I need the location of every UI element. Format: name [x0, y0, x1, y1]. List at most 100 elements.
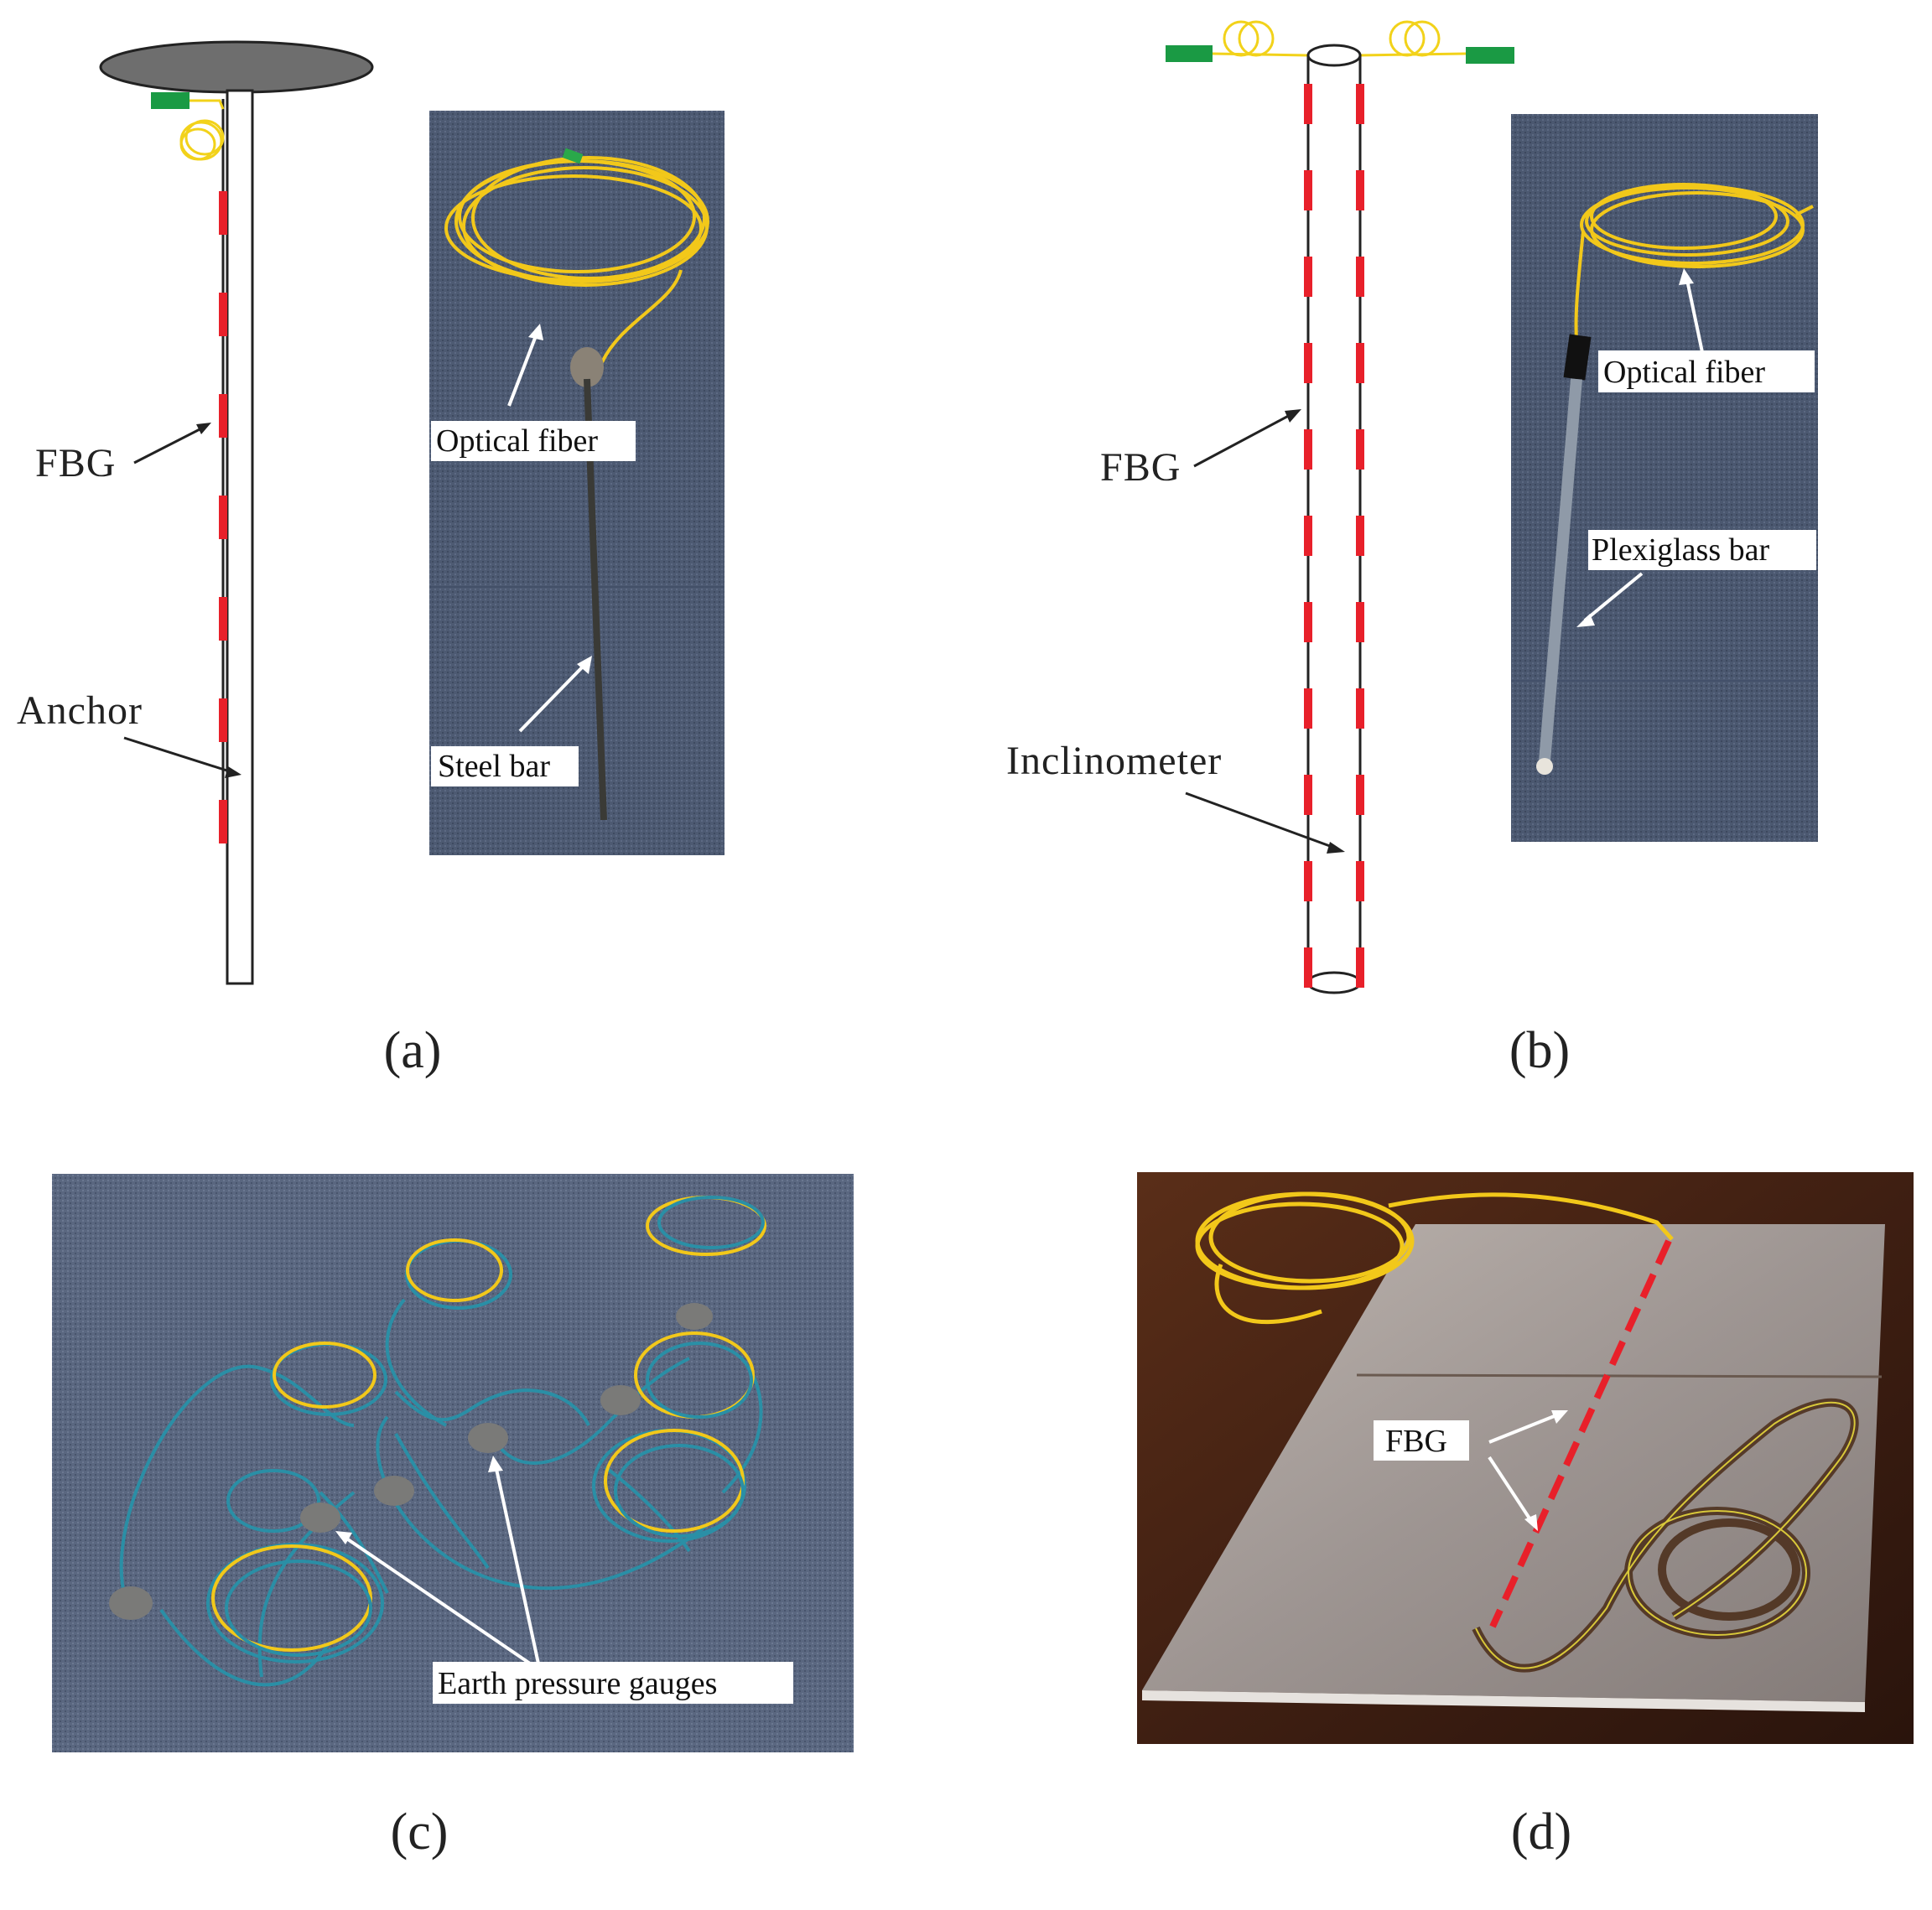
plate-fbg-line [1489, 1239, 1672, 1628]
anchor-fbg-dash [219, 698, 227, 742]
inclinometer-arrowhead [1327, 842, 1345, 854]
inclinometer-label: Inclinometer [1006, 739, 1223, 783]
plate-fbg-arrowhead-lower [1524, 1514, 1538, 1531]
plexiglass-bar-cap [1563, 334, 1592, 381]
caption-d: (d) [1510, 1804, 1572, 1861]
inclinometer-tube-bottom [1306, 971, 1362, 994]
plexiglass-plate-edge [1142, 1690, 1865, 1712]
panel-a-schematic: FBG Anchor [0, 0, 419, 1006]
plexiglass-bar-arrow [1583, 572, 1644, 622]
inclinometer-fbg-arrowhead [1285, 409, 1301, 423]
anchor-plate [99, 40, 374, 94]
anchor-schematic-svg [99, 40, 374, 985]
anchor-fbg-dash [219, 293, 227, 336]
inclinometer-left-connector [1166, 45, 1213, 62]
inclinometer-fbg-dash [1356, 947, 1364, 988]
steel-bar-arrowhead [577, 656, 592, 674]
inclinometer-fbg-dash [1356, 775, 1364, 815]
plexiglass-bar-photo-svg: Optical fiber Plexiglass bar [1511, 114, 1818, 842]
steel-bar-connector [562, 148, 584, 164]
inclinometer-fbg-dash [1356, 602, 1364, 642]
inclinometer-fbg-dash [1304, 84, 1312, 124]
inclinometer-fbg-dash [1356, 516, 1364, 556]
inclinometer-fbg-gratings [1304, 84, 1364, 988]
steel-bar-fiber-coil [444, 156, 709, 363]
inclinometer-tube-top [1306, 44, 1362, 67]
caption-c: (c) [390, 1804, 449, 1861]
anchor-label: Anchor [17, 688, 143, 733]
earth-pressure-arrowhead-right [488, 1456, 503, 1472]
plate-fbg-arrow-upper [1488, 1414, 1557, 1444]
inclinometer-fbg-dash [1304, 257, 1312, 297]
anchor-fbg-arrow [133, 424, 207, 465]
anchor-fbg-dash [219, 496, 227, 539]
inclinometer-right-connector [1466, 47, 1514, 64]
inclinometer-fbg-dash [1356, 688, 1364, 729]
inclinometer-fbg-dash [1304, 516, 1312, 556]
plexiglass-plate-photo-svg: FBG [1137, 1172, 1914, 1744]
anchor-fbg-dash [219, 394, 227, 438]
anchor-fbg-dash [219, 191, 227, 235]
inclinometer-fbg-dash [1356, 170, 1364, 210]
plexiglass-bar [1539, 378, 1582, 762]
panel-c-photo: Earth pressure gauges [52, 1174, 854, 1752]
plate-fiber-coil [1195, 1191, 1674, 1325]
inclinometer-fbg-dash [1304, 861, 1312, 901]
anchor-fbg-arrowhead [196, 423, 211, 434]
inclinometer-fbg-dash [1304, 688, 1312, 729]
inclinometer-fbg-dash [1304, 343, 1312, 383]
panel-d-photo: FBG [1137, 1172, 1914, 1744]
inclinometer-fbg-dash [1304, 602, 1312, 642]
plexiglass-fiber-label: Optical fiber [1603, 355, 1765, 390]
plate-fbg-label: FBG [1385, 1424, 1447, 1459]
anchor-fbg-label: FBG [35, 441, 117, 485]
inclinometer-fbg-dash [1356, 257, 1364, 297]
plate-fbg-arrow-lower [1488, 1456, 1533, 1523]
plexiglass-plate [1142, 1224, 1885, 1702]
anchor-rod [226, 89, 254, 985]
panel-a-photo: Optical fiber Steel bar [429, 111, 724, 855]
inclinometer-schematic-svg [1166, 20, 1514, 994]
panel-b-schematic: FBG Inclinometer [989, 0, 1543, 1023]
inclinometer-fbg-dash [1356, 84, 1364, 124]
anchor-connector-lead [190, 99, 225, 110]
earth-pressure-coils [206, 1196, 766, 1663]
inclinometer-fbg-dash [1304, 429, 1312, 470]
steel-bar-fiber-arrow [507, 333, 538, 407]
steel-bar-fiber-label: Optical fiber [436, 423, 598, 459]
inclinometer-fbg-dash [1304, 947, 1312, 988]
anchor-fbg-dash [219, 800, 227, 843]
plate-fbg-arrowhead-upper [1551, 1410, 1568, 1424]
steel-bar-head [570, 347, 604, 387]
earth-pressure-cables [119, 1298, 763, 1687]
anchor-fbg-dash [219, 597, 227, 641]
inclinometer-right-coil [1389, 20, 1441, 57]
caption-b: (b) [1509, 1022, 1571, 1079]
plexiglass-bar-label: Plexiglass bar [1592, 532, 1769, 568]
inclinometer-arrow [1185, 792, 1337, 850]
earth-pressure-gauges [109, 1303, 713, 1620]
panel-b-photo: Optical fiber Plexiglass bar [1511, 114, 1818, 842]
anchor-arrowhead [225, 766, 242, 778]
plexiglass-bar-arrowhead [1576, 614, 1595, 627]
anchor-connector [151, 92, 190, 109]
anchor-arrow [123, 736, 236, 775]
earth-pressure-label: Earth pressure gauges [438, 1666, 717, 1701]
earth-pressure-arrow-left [344, 1536, 532, 1665]
inclinometer-left-coil [1223, 20, 1275, 57]
earth-pressure-arrowhead-left [335, 1531, 352, 1544]
steel-bar-label: Steel bar [438, 749, 550, 784]
anchor-fiber-coil [179, 119, 225, 161]
steel-bar-arrow [518, 662, 587, 733]
inclinometer-fbg-dash [1356, 429, 1364, 470]
earth-pressure-arrow-right [495, 1468, 540, 1664]
plexiglass-fiber-arrowhead [1679, 268, 1694, 285]
inclinometer-fbg-dash [1304, 170, 1312, 210]
inclinometer-fbg-dash [1356, 343, 1364, 383]
plexiglass-bar-tip [1536, 758, 1553, 775]
inclinometer-fbg-arrow [1193, 411, 1296, 468]
steel-bar-photo-svg: Optical fiber Steel bar [429, 111, 724, 855]
inclinometer-fbg-label: FBG [1100, 445, 1182, 490]
earth-pressure-photo-svg: Earth pressure gauges [52, 1174, 854, 1752]
plexiglass-fiber-coil [1574, 183, 1814, 358]
